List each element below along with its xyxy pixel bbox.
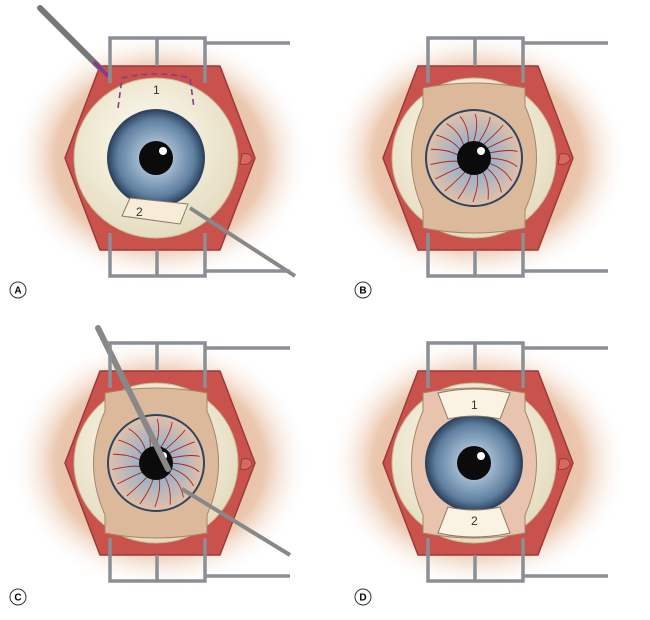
panel-label-badge [354, 281, 372, 299]
caruncle [557, 153, 571, 165]
panel-label-badge [9, 281, 27, 299]
panel-d: 1 2D [328, 335, 628, 606]
panel-label: D [359, 593, 366, 604]
speculum-lower [426, 538, 608, 583]
knife-handle [37, 5, 103, 71]
limbal-graft-1 [437, 388, 511, 420]
graft-number: 1 [153, 83, 160, 97]
graft-outline-1 [117, 73, 195, 109]
panel-label: A [14, 286, 21, 297]
caruncle [557, 458, 571, 470]
limbal-graft-2 [121, 197, 189, 225]
pupil [139, 141, 173, 175]
limbal-graft-2 [437, 506, 511, 538]
pupil [457, 141, 491, 175]
graft-number: 2 [136, 205, 143, 219]
panel-a: 1 2A [9, 5, 310, 299]
graft-number: 1 [471, 398, 478, 412]
speculum-upper [426, 341, 608, 388]
speculum-upper [108, 36, 290, 83]
panel-label-badge [9, 588, 27, 606]
panel-label: B [359, 286, 366, 297]
speculum-upper [108, 341, 290, 388]
panel-label: C [14, 593, 21, 604]
caruncle [239, 458, 253, 470]
speculum-lower [426, 233, 608, 278]
pupil-highlight [477, 452, 485, 460]
forceps [180, 487, 292, 557]
caruncle [239, 153, 253, 165]
pupil-highlight [477, 147, 485, 155]
knife-blade [92, 60, 110, 78]
panel-b: B [328, 30, 628, 299]
speculum-lower [108, 233, 290, 278]
pupil-highlight [159, 147, 167, 155]
panel-label-badge [354, 588, 372, 606]
speculum-lower [108, 538, 290, 583]
pupil [457, 446, 491, 480]
speculum-upper [426, 36, 608, 83]
graft-number: 2 [471, 514, 478, 528]
panel-c: C [9, 325, 310, 606]
forceps [188, 206, 297, 278]
